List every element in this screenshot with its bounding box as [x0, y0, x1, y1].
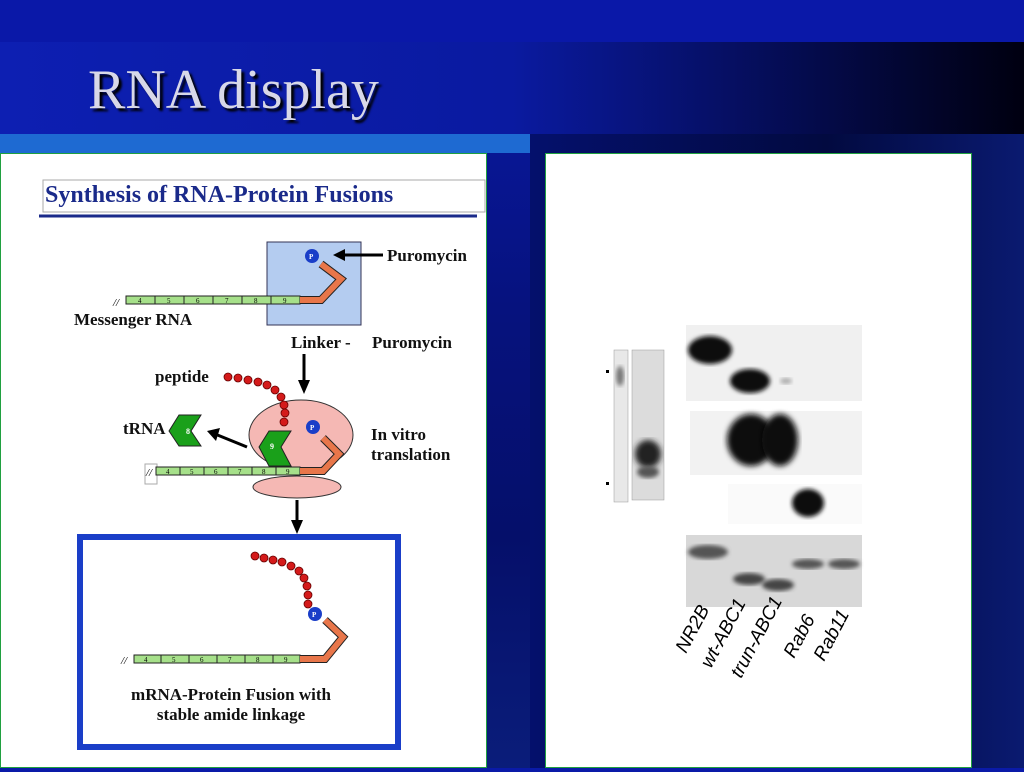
- break-mark-2: //: [145, 467, 153, 479]
- codon-6c: 6: [200, 656, 204, 664]
- codon-8b: 8: [262, 468, 266, 476]
- ribosome-small-subunit: [252, 475, 342, 499]
- codon-4c: 4: [144, 656, 148, 664]
- trna-release-arrow-head: [207, 428, 220, 441]
- marker-dot-bottom: [606, 482, 609, 485]
- fusion-label-line1: mRNA-Protein Fusion with: [131, 685, 331, 704]
- codon-8: 8: [254, 297, 258, 305]
- svg-text:P: P: [312, 611, 317, 619]
- svg-text:P: P: [310, 424, 315, 432]
- diagram-panel: Synthesis of RNA-Protein Fusions // 4 5 …: [0, 153, 487, 768]
- trna-exit-number: 8: [186, 427, 190, 436]
- fusion-product-frame: [77, 534, 401, 750]
- codon-5c: 5: [172, 656, 176, 664]
- translation-label: translation: [371, 445, 451, 464]
- trna-bound-number: 9: [270, 442, 274, 451]
- linker-3: [300, 617, 348, 662]
- title-bar-top: [0, 0, 1024, 42]
- codon-6b: 6: [214, 468, 218, 476]
- trna-bound-icon: [258, 430, 292, 467]
- break-mark-3: //: [120, 655, 128, 667]
- codon-4b: 4: [166, 468, 170, 476]
- down-arrow-2-head: [291, 520, 303, 534]
- codon-9b: 9: [286, 468, 290, 476]
- diagram-heading: Synthesis of RNA-Protein Fusions: [45, 182, 393, 208]
- codon-7b: 7: [238, 468, 242, 476]
- puromycin-p-icon: [305, 249, 319, 263]
- gel-image: NR2B wt-ABC1 trun-ABC1 Rab6 Rab11: [606, 325, 862, 681]
- peptide-chain-2: [250, 551, 313, 609]
- puromycin-p-icon-3: [308, 607, 322, 621]
- linker-puromycin-label: Puromycin: [372, 333, 453, 352]
- fusion-label-line2: stable amide linkage: [157, 705, 306, 724]
- gel-panel: NR2B wt-ABC1 trun-ABC1 Rab6 Rab11: [545, 153, 972, 768]
- codon-8c: 8: [256, 656, 260, 664]
- codon-6: 6: [196, 297, 200, 305]
- puromycin-label: Puromycin: [387, 246, 468, 265]
- puromycin-arrow-head: [333, 249, 345, 261]
- marker-dot-top: [606, 370, 609, 373]
- puromycin-p-icon-2: [306, 420, 320, 434]
- in-vitro-label: In vitro: [371, 425, 426, 444]
- title-band: [0, 42, 1024, 134]
- codon-7c: 7: [228, 656, 232, 664]
- break-mark: //: [112, 297, 120, 309]
- accent-stripe: [0, 134, 530, 153]
- codon-9c: 9: [284, 656, 288, 664]
- peptide-label: peptide: [155, 367, 209, 386]
- peptide-chain-1: [223, 372, 290, 427]
- linker: [300, 261, 346, 303]
- trna-label: tRNA: [123, 419, 166, 438]
- gel-strip-1: [613, 349, 629, 503]
- trna-release-arrow: [214, 432, 248, 449]
- linker-2: [300, 435, 344, 474]
- codon-5: 5: [167, 297, 171, 305]
- slide-title: RNA display: [88, 59, 379, 121]
- svg-text:P: P: [309, 253, 314, 261]
- lane-label-rab11: Rab11: [810, 606, 854, 664]
- codon-4: 4: [138, 297, 142, 305]
- messenger-rna-label: Messenger RNA: [74, 310, 193, 329]
- trna-exiting-icon: [168, 414, 202, 447]
- codon-9: 9: [283, 297, 287, 305]
- codon-5b: 5: [190, 468, 194, 476]
- heading-box: [42, 179, 486, 213]
- down-arrow-1-head: [298, 380, 310, 394]
- mrna-strand-3: // 4 5 6 7 8 9: [120, 654, 301, 667]
- mrna-strand-1: // 4 5 6 7 8 9: [112, 295, 301, 309]
- rna-protein-fusion-diagram: Synthesis of RNA-Protein Fusions // 4 5 …: [39, 179, 486, 750]
- linker-label: Linker -: [291, 333, 351, 352]
- codon-7: 7: [225, 297, 229, 305]
